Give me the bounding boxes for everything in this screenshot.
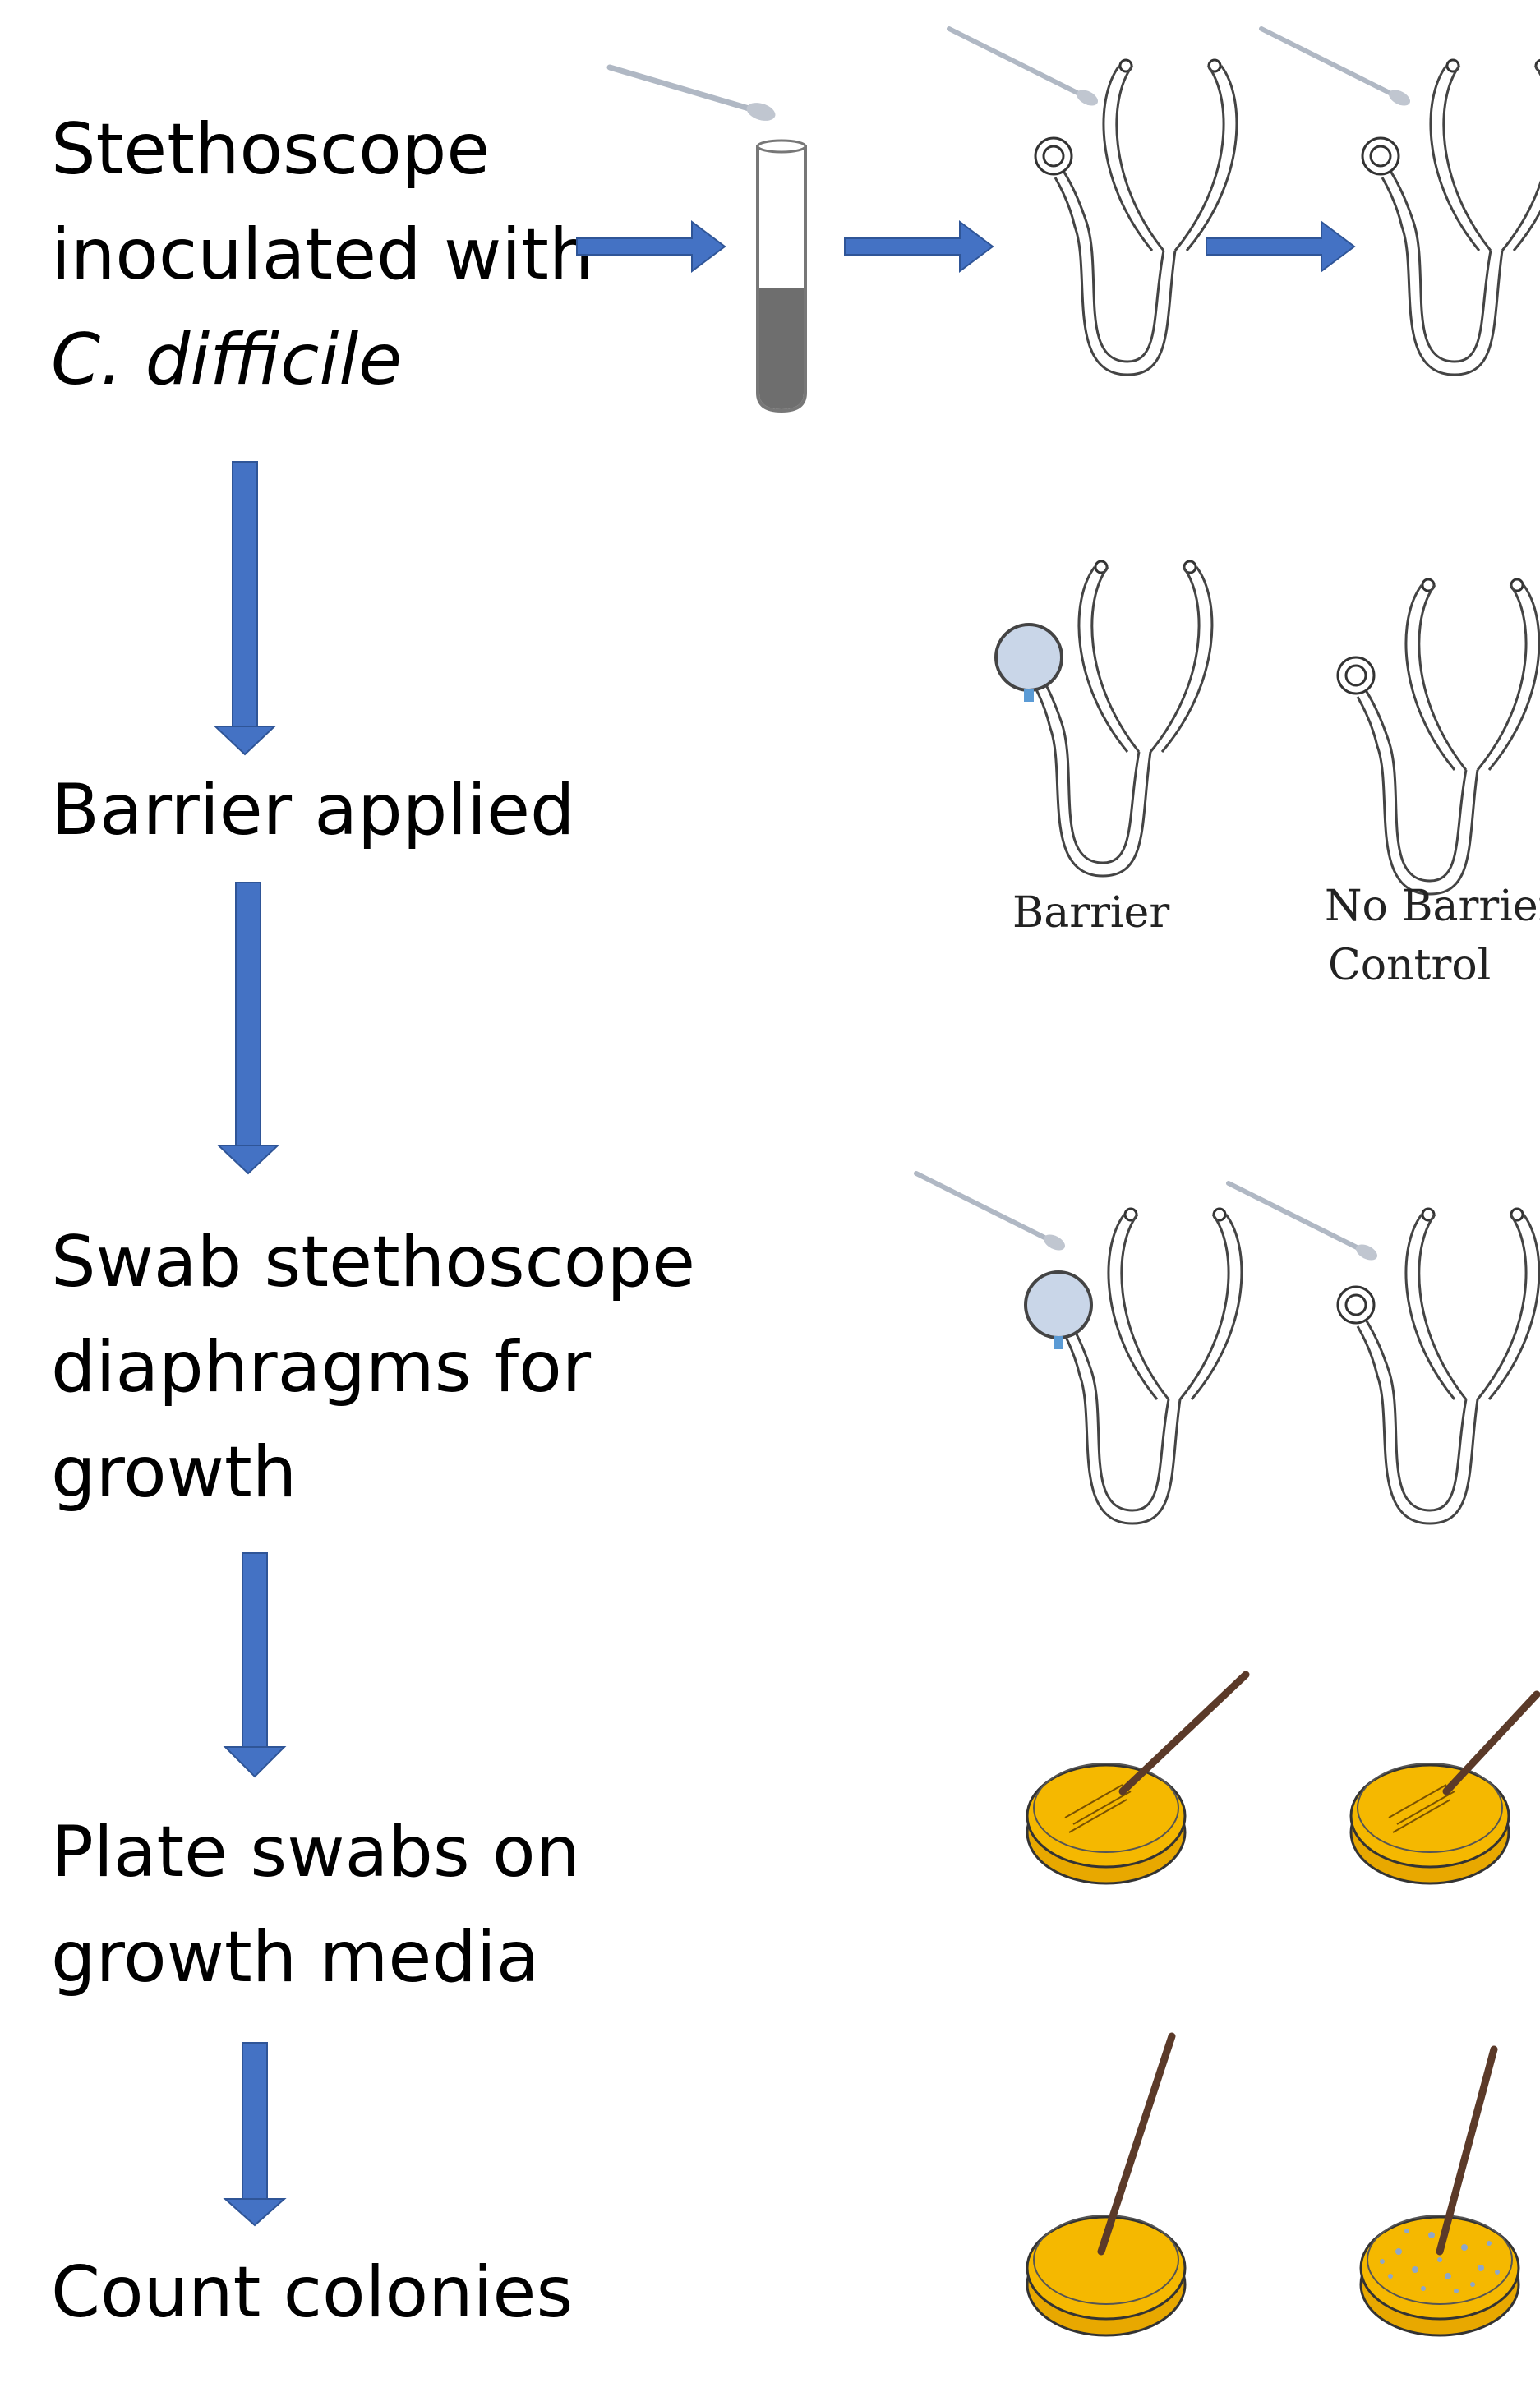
- row-inoculation: [577, 29, 1540, 411]
- arrow-down-4: [225, 2043, 284, 2225]
- swab-icon: [610, 67, 777, 124]
- arrow-down-2: [219, 883, 278, 1173]
- row-barrier: Barrier No Barrier Control: [996, 561, 1540, 990]
- no-barrier-label: No Barrier: [1325, 882, 1540, 931]
- arrow-down-1: [215, 462, 274, 754]
- row-swab: [916, 1173, 1539, 1523]
- arrow-right-3: [1206, 222, 1354, 271]
- swab-icon-3: [1261, 29, 1413, 108]
- stethoscope-control-icon: [1338, 579, 1539, 894]
- arrow-right-2: [845, 222, 993, 271]
- stethoscope-icon-2: [1362, 60, 1540, 375]
- petri-dish-icon-1: [1027, 1675, 1246, 1883]
- control-label: Control: [1328, 941, 1491, 990]
- arrow-right-1: [577, 222, 725, 271]
- barrier-label: Barrier: [1012, 888, 1169, 938]
- petri-dish-icon-2: [1351, 1694, 1537, 1883]
- stethoscope-barrier-swab-icon: [1026, 1209, 1242, 1523]
- row-count: [1027, 2036, 1519, 2335]
- test-tube-icon: [758, 141, 805, 411]
- arrow-down-3: [225, 1553, 284, 1777]
- swab-icon-5: [1229, 1183, 1380, 1263]
- swab-icon-2: [949, 29, 1100, 108]
- swab-icon-4: [916, 1173, 1067, 1253]
- stethoscope-barrier-icon: [996, 561, 1212, 876]
- petri-dish-no-growth-icon: [1027, 2036, 1185, 2335]
- petri-dish-colonies-icon: [1361, 2049, 1519, 2335]
- row-plate: [1027, 1675, 1537, 1883]
- stethoscope-icon-1: [1035, 60, 1237, 375]
